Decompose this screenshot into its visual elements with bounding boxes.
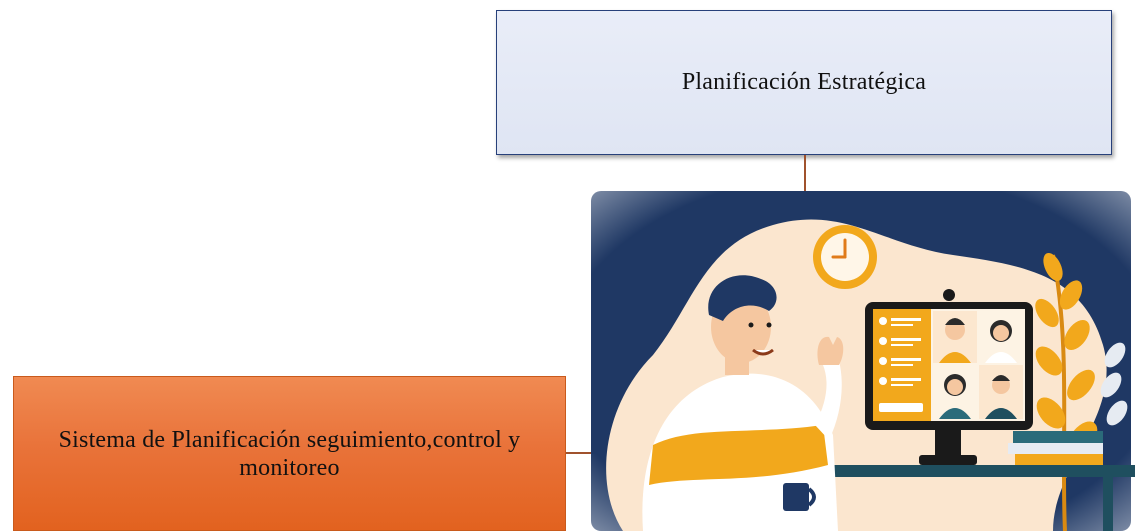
desk <box>783 465 1135 477</box>
participant-avatars <box>939 318 1017 419</box>
video-conference-illustration <box>591 191 1135 531</box>
plant-grey-icon <box>1100 342 1128 426</box>
connector-top-to-illustration <box>804 155 806 203</box>
node-label-top: Planificación Estratégica <box>681 69 927 95</box>
connector-left-to-illustration <box>566 452 606 454</box>
mug-icon <box>783 483 809 511</box>
clock-icon <box>813 225 877 289</box>
books-icon <box>1008 431 1103 465</box>
man-figure <box>642 275 844 531</box>
node-label-left: Sistema de Planificación seguimiento,con… <box>58 426 521 481</box>
node-planificacion-estrategica: Planificación Estratégica <box>496 10 1112 155</box>
monitor-icon <box>865 289 1033 465</box>
node-sistema-planificacion: Sistema de Planificación seguimiento,con… <box>13 376 566 531</box>
